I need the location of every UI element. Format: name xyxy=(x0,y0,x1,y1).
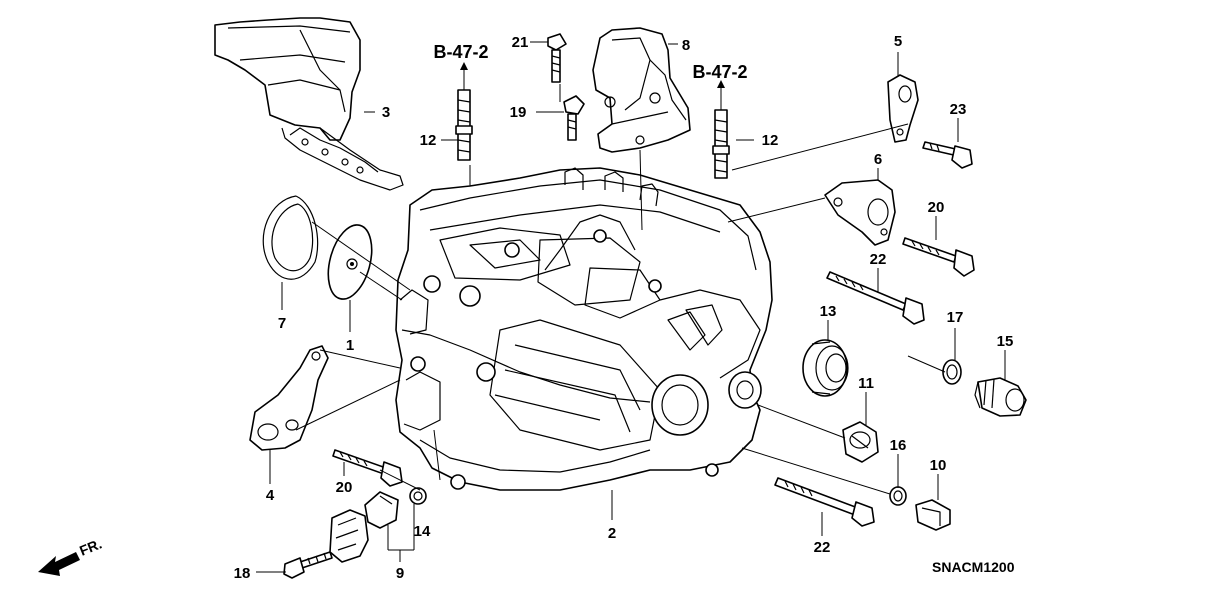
part-8-bracket xyxy=(592,27,691,153)
part-14-o-ring xyxy=(409,487,427,505)
part-7-snap-ring xyxy=(262,195,319,280)
part-13-oil-seal xyxy=(802,339,849,397)
part-19-bolt xyxy=(563,95,585,141)
callout-12-right: 12 xyxy=(762,132,779,149)
callout-11: 11 xyxy=(858,375,874,392)
callout-22-lower: 22 xyxy=(814,539,831,556)
transmission-housing xyxy=(395,167,773,491)
callout-5: 5 xyxy=(894,33,902,50)
callout-21: 21 xyxy=(512,34,529,51)
callout-6: 6 xyxy=(874,151,882,168)
part-11-plug xyxy=(842,421,879,463)
callout-10: 10 xyxy=(930,457,947,474)
part-18-bolt xyxy=(283,551,333,579)
callout-15: 15 xyxy=(997,333,1014,350)
part-16-washer xyxy=(889,486,907,506)
part-6-bracket xyxy=(824,179,896,246)
part-10-bolt xyxy=(915,499,951,531)
leader-lines xyxy=(256,41,1006,573)
callout-2: 2 xyxy=(608,525,616,542)
part-12-stud-left xyxy=(455,89,473,161)
drawing-code: SNACM1200 xyxy=(932,559,1015,575)
part-5-bracket xyxy=(887,74,919,143)
part-3-heat-shield xyxy=(214,17,404,191)
callout-4: 4 xyxy=(266,487,275,504)
callout-7: 7 xyxy=(278,315,286,332)
reference-label-right: B-47-2 xyxy=(692,62,747,82)
front-direction-arrow xyxy=(38,552,80,576)
part-20-bolt-right xyxy=(902,237,975,277)
callout-13: 13 xyxy=(820,303,837,320)
part-15-plug xyxy=(974,377,1027,417)
callout-22-upper: 22 xyxy=(870,251,887,268)
reference-label-left: B-47-2 xyxy=(433,42,488,62)
part-21-bolt xyxy=(547,33,567,83)
part-1-plate xyxy=(327,224,373,300)
callout-20-right: 20 xyxy=(928,199,945,216)
callout-8: 8 xyxy=(682,37,690,54)
callout-3: 3 xyxy=(382,104,390,121)
part-12-stud-right xyxy=(712,109,730,179)
callout-16: 16 xyxy=(890,437,907,454)
callout-20-left: 20 xyxy=(336,479,353,496)
part-23-bolt xyxy=(922,141,973,169)
callout-23: 23 xyxy=(950,101,967,118)
part-4-stay xyxy=(249,345,329,451)
front-label: FR. xyxy=(77,535,104,558)
callout-12-left: 12 xyxy=(420,132,437,149)
callout-1: 1 xyxy=(346,337,354,354)
part-22-bolt-lower xyxy=(774,477,875,527)
part-20-bolt-left xyxy=(332,449,403,487)
part-22-bolt-upper xyxy=(826,271,925,325)
callout-labels: 1 2 3 4 5 6 7 8 9 10 11 12 12 13 14 15 1… xyxy=(234,33,1014,582)
callout-17: 17 xyxy=(947,309,964,326)
callout-14: 14 xyxy=(414,523,431,540)
callout-18: 18 xyxy=(234,565,251,582)
part-9-sensor xyxy=(329,491,399,563)
callout-19: 19 xyxy=(510,104,527,121)
part-17-washer xyxy=(942,359,962,385)
callout-9: 9 xyxy=(396,565,404,582)
